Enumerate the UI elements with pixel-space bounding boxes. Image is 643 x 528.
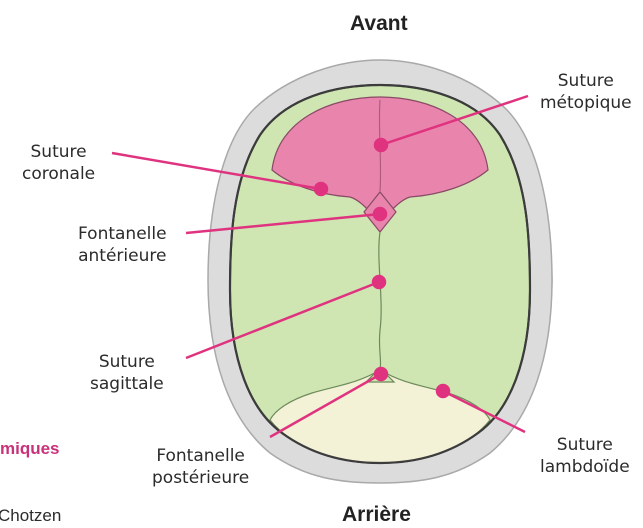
label-fontanelle-posterieure-line1: Fontanelle [152,445,249,467]
label-suture-sagittale-line1: Suture [90,351,164,373]
label-suture-coronale: Suture coronale [22,141,95,185]
label-suture-lambdoide: Suture lambdoïde [540,434,630,478]
back-label: Arrière [342,503,411,527]
label-suture-lambdoide-line1: Suture [540,434,630,456]
label-fontanelle-posterieure-line2: postérieure [152,467,249,489]
label-suture-metopique-line2: métopique [540,92,632,114]
label-suture-metopique: Suture métopique [540,70,632,114]
label-fontanelle-anterieure-line2: antérieure [78,245,167,267]
pointer-dot-coronale [315,183,327,195]
label-suture-coronale-line1: Suture [22,141,95,163]
partial-body-text: Chotzen [0,506,61,526]
pointer-dot-lambdoide [437,385,449,397]
label-fontanelle-anterieure-line1: Fontanelle [78,223,167,245]
label-suture-metopique-line1: Suture [540,70,632,92]
label-suture-coronale-line2: coronale [22,163,95,185]
label-suture-sagittale: Suture sagittale [90,351,164,395]
front-label: Avant [350,12,408,36]
pointer-dot-sagittale [373,276,385,288]
partial-heading: miques [0,439,60,459]
label-fontanelle-anterieure: Fontanelle antérieure [78,223,167,267]
pointer-dot-metopique [375,139,387,151]
pointer-dot-fontanelle-posterieure [375,368,387,380]
label-suture-sagittale-line2: sagittale [90,373,164,395]
label-fontanelle-posterieure: Fontanelle postérieure [152,445,249,489]
label-suture-lambdoide-line2: lambdoïde [540,456,630,478]
pointer-dot-fontanelle-anterieure [374,208,386,220]
